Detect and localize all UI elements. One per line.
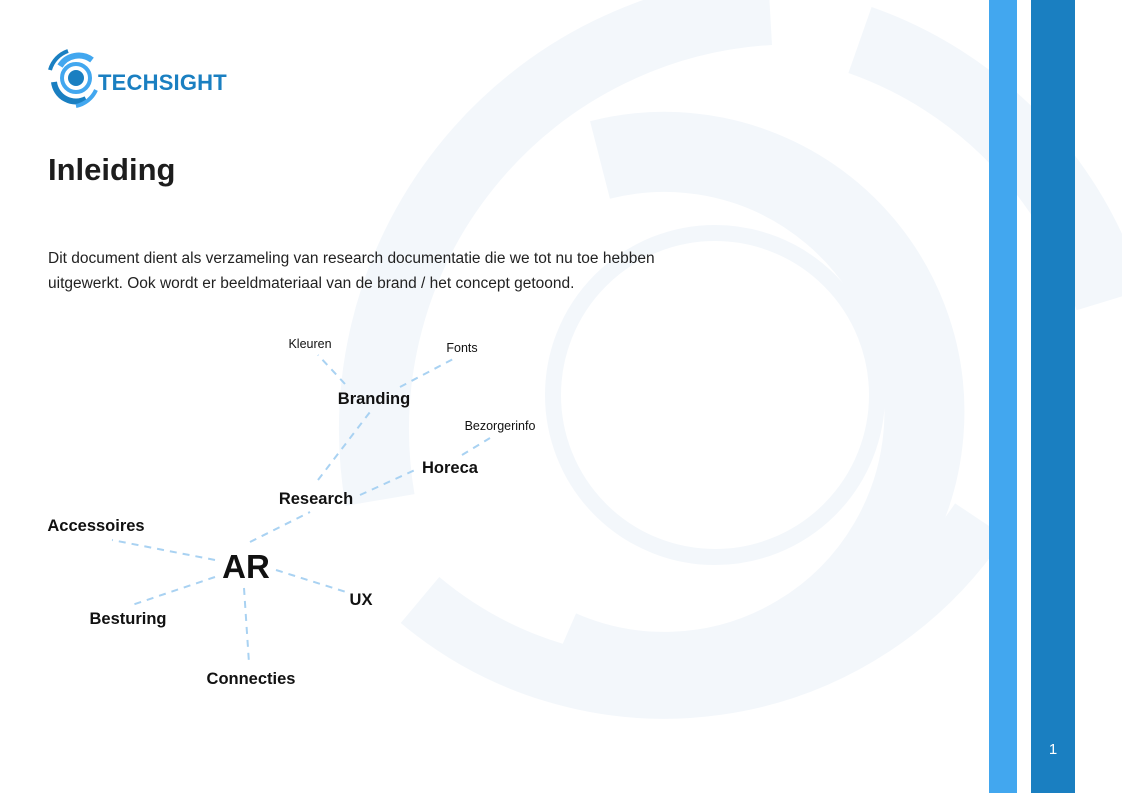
mindmap-node-bezorgerinfo: Bezorgerinfo bbox=[465, 419, 536, 433]
techsight-logo: TECHSIGHT bbox=[46, 46, 227, 110]
mindmap-node-horeca: Horeca bbox=[422, 459, 479, 477]
connector-ar-connecties bbox=[243, 587, 250, 664]
connector-ar-besturing bbox=[131, 576, 216, 606]
mindmap-node-kleuren: Kleuren bbox=[288, 337, 331, 351]
side-stripe-light bbox=[989, 0, 1017, 793]
mindmap-node-connecties: Connecties bbox=[207, 670, 296, 688]
mindmap-nodes: AR Research Branding Kleuren Fonts Horec… bbox=[47, 337, 535, 688]
connector-research-horeca bbox=[359, 469, 416, 496]
mindmap-node-fonts: Fonts bbox=[446, 341, 477, 355]
connector-ar-research bbox=[249, 511, 311, 543]
mindmap-node-accessoires: Accessoires bbox=[47, 517, 144, 535]
connector-ar-accessoires bbox=[111, 539, 216, 561]
mindmap-node-branding: Branding bbox=[338, 390, 410, 408]
page-title: Inleiding bbox=[48, 152, 176, 187]
side-stripe-dark bbox=[1031, 0, 1075, 793]
mindmap-node-besturing: Besturing bbox=[89, 610, 166, 628]
connector-branding-kleuren bbox=[317, 354, 346, 385]
mindmap-center-node: AR bbox=[222, 548, 270, 585]
connector-ar-ux bbox=[275, 569, 347, 593]
connector-horeca-bezorgerinfo bbox=[461, 437, 491, 456]
page-number: 1 bbox=[1048, 741, 1058, 758]
mindmap: AR Research Branding Kleuren Fonts Horec… bbox=[47, 337, 535, 688]
mindmap-connectors bbox=[111, 354, 491, 664]
intro-paragraph: Dit document dient als verzameling van r… bbox=[48, 250, 655, 292]
logo-text: TECHSIGHT bbox=[98, 70, 227, 95]
mindmap-node-ux: UX bbox=[350, 591, 373, 609]
connector-branding-fonts bbox=[399, 357, 456, 388]
mindmap-node-research: Research bbox=[279, 490, 353, 508]
connector-research-branding bbox=[317, 411, 371, 481]
eye-logo-icon bbox=[48, 49, 98, 108]
